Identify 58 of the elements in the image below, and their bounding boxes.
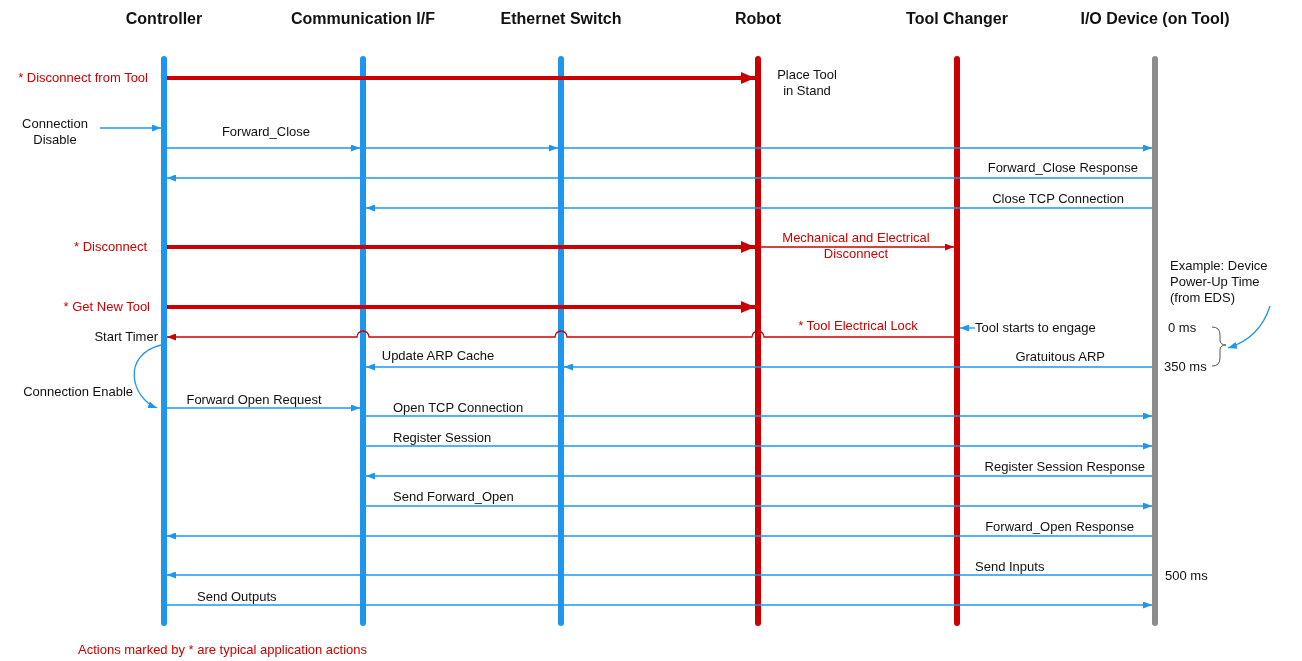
lifeline-header: Robot <box>734 10 782 28</box>
time-label: 350 ms <box>1164 359 1207 375</box>
message-arrow <box>563 363 1153 371</box>
message-arrow <box>99 124 162 132</box>
message-arrow <box>166 330 955 341</box>
lifeline-header: Tool Changer <box>906 10 1008 28</box>
place-note: Place Tool in Stand <box>776 67 838 99</box>
message-label: * Disconnect from Tool <box>18 70 148 86</box>
message-arrow <box>365 502 1153 510</box>
time-label: 500 ms <box>1165 568 1208 584</box>
lifeline-header: I/O Device (on Tool) <box>1080 10 1230 28</box>
time-label: 0 ms <box>1168 320 1197 336</box>
note-text: Start Timer <box>94 329 158 345</box>
message-label: Close TCP Connection <box>992 191 1124 207</box>
annotation-text: Connection Disable <box>10 116 100 148</box>
footnote: Actions marked by * are typical application actions <box>78 642 368 658</box>
lifeline-header: Communication I/F <box>291 10 435 28</box>
message-arrow <box>166 174 1153 182</box>
message-label: Send Forward_Open <box>393 489 514 505</box>
message-label: Mechanical and Electrical Disconnect <box>781 230 931 262</box>
message-label: Send Outputs <box>197 589 277 605</box>
message-label: Register Session Response <box>984 459 1145 475</box>
message-label: Register Session <box>393 430 492 446</box>
message-arrow <box>365 442 1153 450</box>
message-arrow <box>365 144 559 152</box>
leader-arrow <box>1227 305 1271 349</box>
message-arrow <box>563 144 1153 152</box>
message-label: * Get New Tool <box>63 299 150 315</box>
message-arrow <box>166 532 1153 540</box>
message-label: Connection Enable <box>23 384 133 400</box>
message-label: Update ARP Cache <box>381 348 495 364</box>
message-arrow <box>365 204 1153 212</box>
lifeline-header: Ethernet Switch <box>500 10 622 28</box>
message-label: * Tool Electrical Lock <box>798 318 918 334</box>
message-label: Forward_Open Response <box>985 519 1134 535</box>
message-arrow <box>166 571 1153 579</box>
message-arrow <box>166 144 361 152</box>
message-arrow <box>166 601 1153 609</box>
message-arrow <box>365 363 559 371</box>
message-arrow <box>959 324 976 332</box>
message-arrow <box>166 404 361 412</box>
message-label: Send Inputs <box>975 559 1045 575</box>
message-arrow <box>760 243 955 251</box>
message-arrow <box>365 472 1153 480</box>
message-arrow <box>167 241 755 253</box>
message-label: Forward_Close Response <box>987 160 1138 176</box>
message-arrow <box>167 301 755 313</box>
annotation-text: Tool starts to engage <box>975 320 1120 336</box>
curved-arrow <box>133 344 162 409</box>
message-label: Open TCP Connection <box>393 400 524 416</box>
message-label: Gratuitous ARP <box>1015 349 1105 365</box>
message-arrow <box>167 72 755 84</box>
message-label: * Disconnect <box>74 239 147 255</box>
message-label: Forward Open Request <box>186 392 322 408</box>
lifeline-header: Controller <box>125 10 203 28</box>
message-arrow <box>365 412 1153 420</box>
annotation-text: Example: Device Power-Up Time (from EDS) <box>1170 258 1290 306</box>
message-label: Forward_Close <box>221 124 311 140</box>
